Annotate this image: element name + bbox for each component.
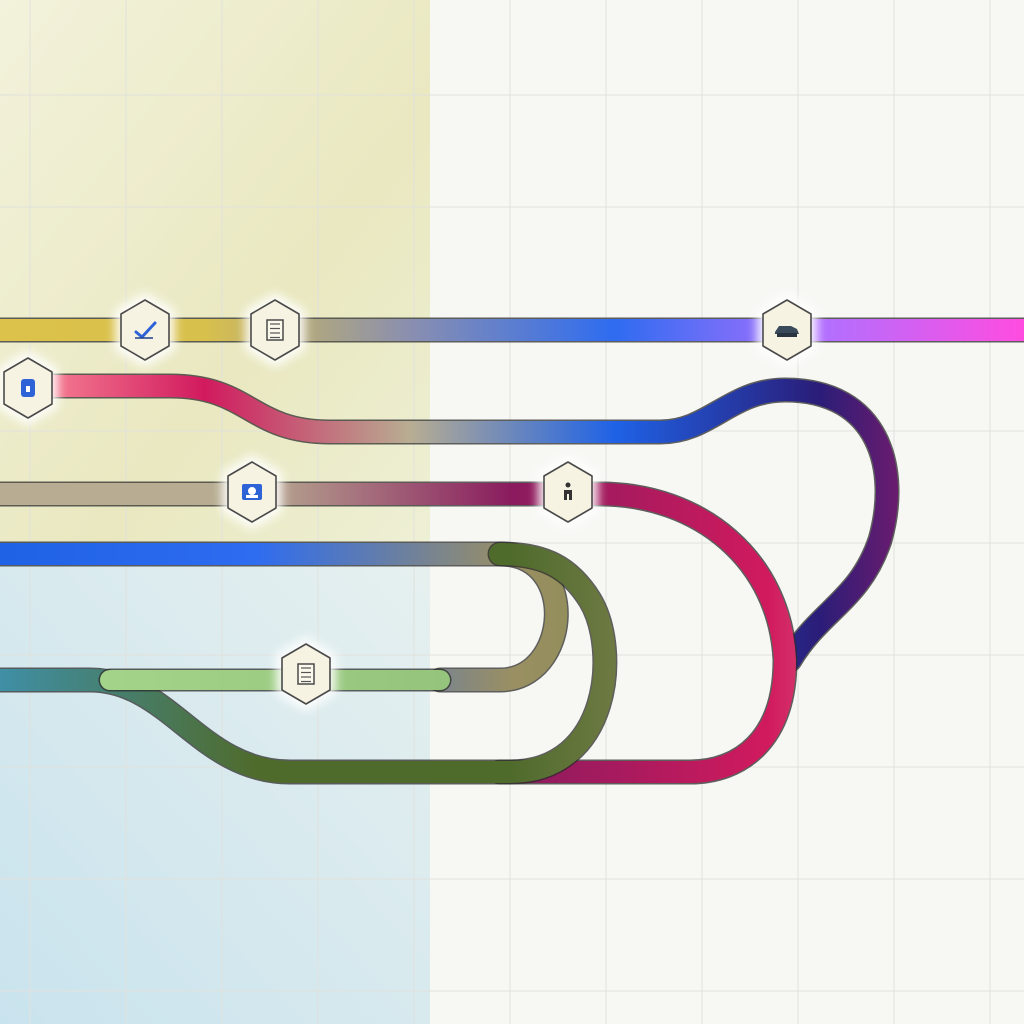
track-taupe-line <box>0 483 796 783</box>
lock-icon <box>21 379 35 397</box>
markers <box>0 292 817 712</box>
marker-hexagon <box>120 299 170 361</box>
marker-check[interactable] <box>115 292 175 368</box>
marker-profile[interactable] <box>222 454 282 530</box>
background-panel-bottom-left <box>0 560 430 1024</box>
marker-document-2[interactable] <box>276 636 336 712</box>
marker-vehicle[interactable] <box>757 292 817 368</box>
marker-document-1[interactable] <box>245 292 305 368</box>
background-panel-top-left <box>0 0 430 560</box>
track-teal-moss-loop <box>0 543 616 783</box>
document-icon <box>297 663 315 685</box>
checkmark-icon <box>134 321 157 339</box>
marker-lock[interactable] <box>0 350 58 426</box>
background-panel-right <box>430 0 1024 1024</box>
track-crimson-blue-loop <box>29 375 898 671</box>
document-icon <box>266 319 284 341</box>
vehicle-icon <box>775 326 799 337</box>
person-icon <box>564 482 572 500</box>
profile-card-icon <box>242 484 262 500</box>
marker-person[interactable] <box>538 454 598 530</box>
